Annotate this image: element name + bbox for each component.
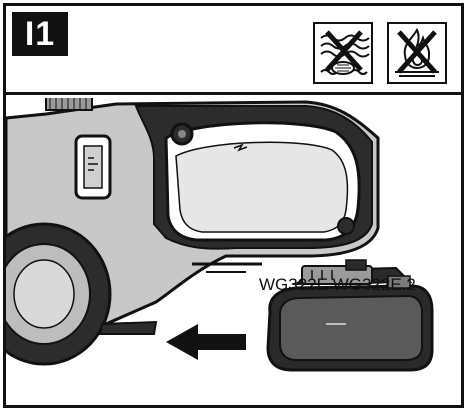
step-number: I1: [12, 12, 68, 56]
tool-body: [6, 98, 380, 366]
battery-insertion-illustration: [6, 98, 434, 372]
battery-pack: [266, 259, 434, 372]
panel-header: I1: [6, 6, 461, 95]
no-water-warning: [313, 22, 373, 84]
illustration-area: [6, 98, 461, 405]
no-fire-warning: [387, 22, 447, 84]
model-label: WG322E WG322E.2: [259, 275, 416, 294]
no-fire-icon: [395, 27, 439, 77]
instruction-panel: I1: [3, 3, 464, 408]
insert-direction-arrow: [166, 324, 246, 360]
no-water-icon: [320, 30, 370, 75]
